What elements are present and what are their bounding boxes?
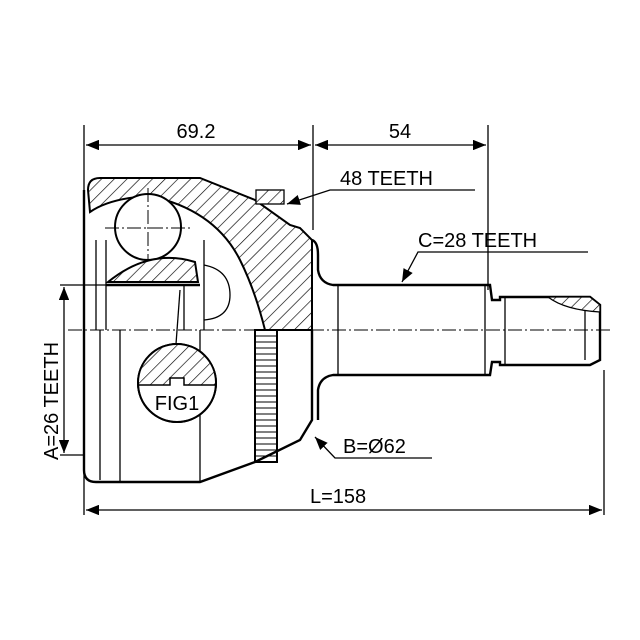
fig1-detail: FIG1	[137, 289, 217, 423]
leader-48-teeth	[286, 189, 475, 205]
label-b-diameter: B=Ø62	[343, 436, 406, 458]
dim-overall-length: L=158	[310, 486, 366, 508]
housing	[82, 177, 314, 484]
leader-b-diameter	[314, 436, 432, 459]
dim-shaft-length: 54	[389, 121, 411, 143]
abs-ring-teeth	[255, 335, 277, 457]
leader-c-spline	[401, 251, 588, 283]
fig1-label: FIG1	[155, 393, 199, 415]
dim-housing-length: 69.2	[177, 121, 216, 143]
label-c-spline: C=28 TEETH	[418, 230, 537, 252]
label-48-teeth: 48 TEETH	[340, 168, 433, 190]
label-a-spline: A=26 TEETH	[41, 342, 63, 460]
shaft	[311, 238, 602, 420]
